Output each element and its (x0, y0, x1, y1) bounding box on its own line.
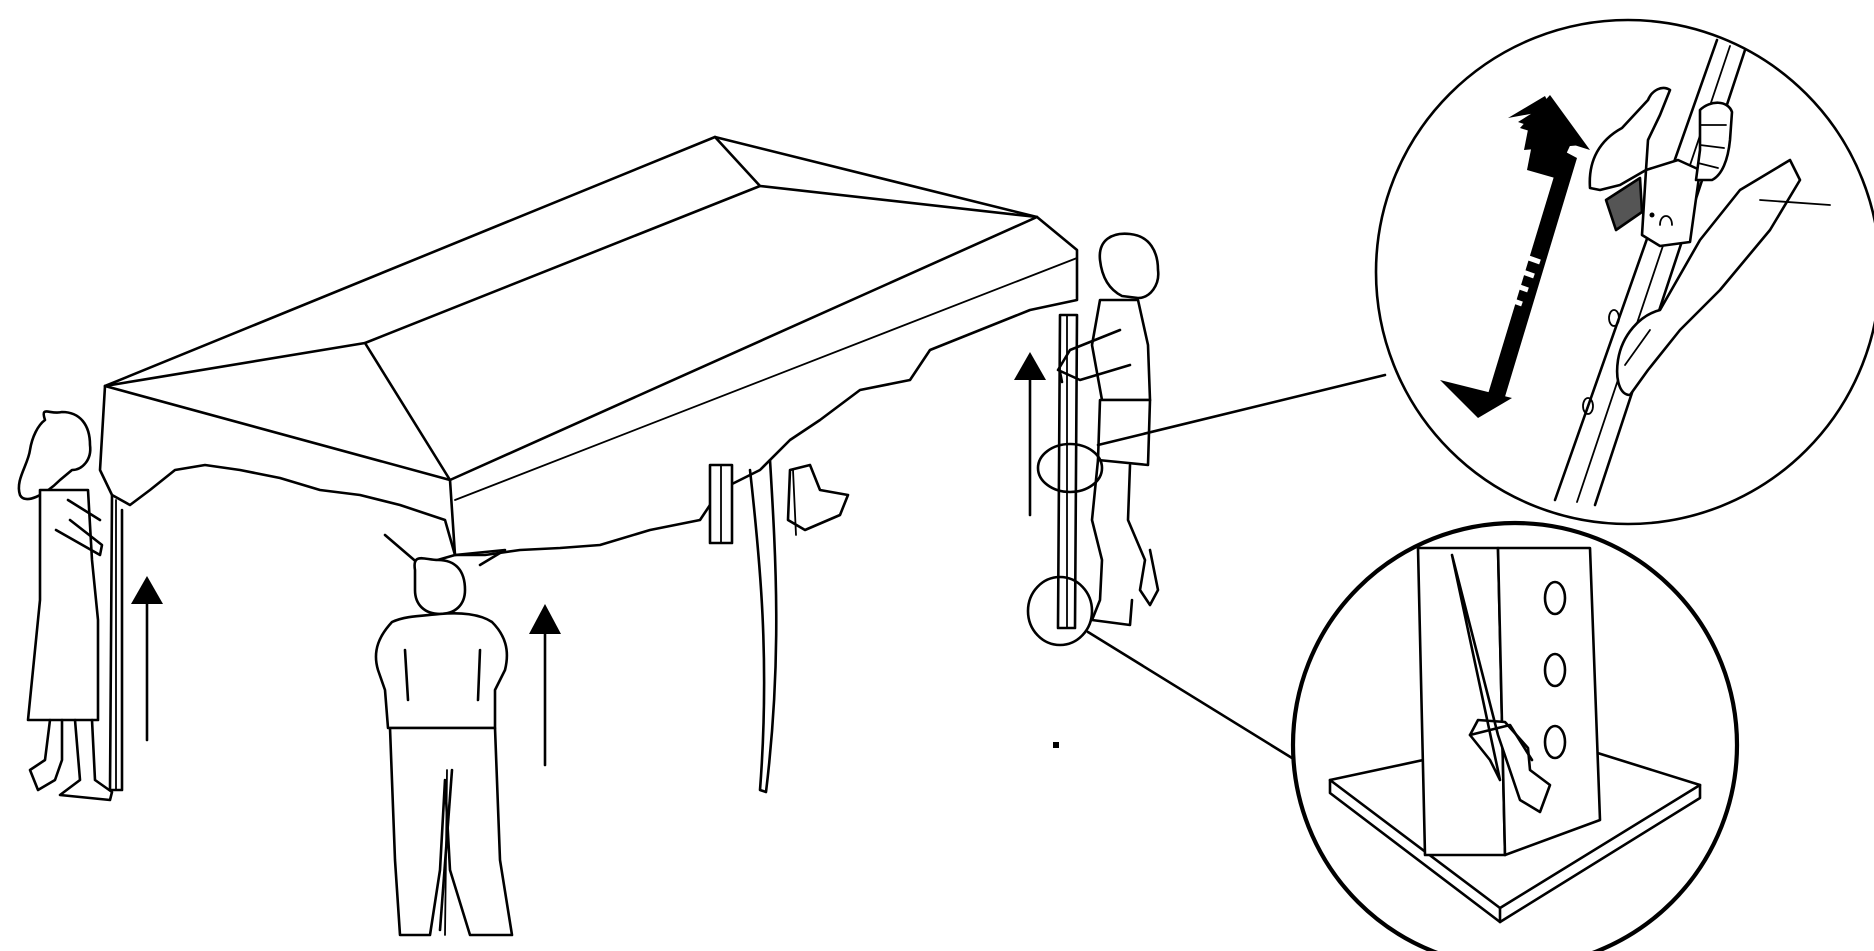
person-front-center (376, 535, 512, 935)
lift-arrow-center (529, 604, 561, 765)
person-left-corner (19, 411, 112, 800)
canopy-roof (100, 137, 1077, 555)
lift-arrow-left (131, 576, 163, 740)
person-right-corner (1058, 234, 1158, 625)
leg-height-adjustment-detail (1376, 20, 1874, 524)
valance-flap (750, 460, 776, 792)
lift-arrow-right (1014, 352, 1046, 515)
left-corner-leg (110, 495, 122, 790)
back-person-legs (788, 465, 848, 530)
detail-marker-lower (1028, 577, 1092, 645)
far-corner-leg (710, 465, 732, 543)
detail-marker-upper (1038, 444, 1102, 492)
foot-base-peg-detail (1293, 523, 1737, 951)
leader-line-lower (1088, 632, 1292, 758)
